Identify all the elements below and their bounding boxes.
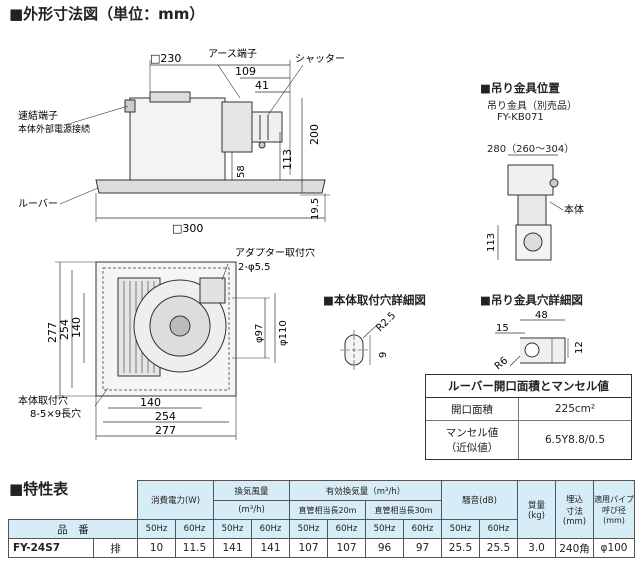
value-cell: 96 — [365, 538, 404, 558]
dim-300: □300 — [172, 222, 203, 235]
page-title: ■外形寸法図（単位：mm） — [9, 5, 205, 23]
louver-table-title: ルーバー開口面積とマンセル値 — [426, 375, 631, 398]
dim-254-h: 254 — [155, 410, 176, 423]
mode-cell: 排 — [93, 538, 138, 558]
hz-50: 50Hz — [441, 519, 480, 539]
dim-41: 41 — [255, 79, 269, 92]
value-cell: 11.5 — [175, 538, 214, 558]
body-hole-label: 本体取付穴 — [18, 394, 68, 407]
hz-50: 50Hz — [365, 519, 404, 539]
hz-60: 60Hz — [403, 519, 442, 539]
louver-area-label: 開口面積 — [451, 403, 493, 416]
value-cell: 141 — [251, 538, 290, 558]
dim-200: 200 — [308, 124, 321, 145]
mass-cell: 3.0 — [517, 538, 556, 558]
body-hole-detail-title: ■本体取付穴詳細図 — [323, 293, 426, 307]
hanger-hole-d48: 48 — [535, 310, 548, 321]
dim-phi110: φ110 — [278, 320, 289, 346]
header-pipe: 適用パイプ呼び径(mm) — [593, 480, 635, 539]
louver-table: ルーバー開口面積とマンセル値 開口面積 225cm² マンセル値 （近似値） 6.… — [425, 374, 632, 460]
hanger-hole-r6: R6 — [493, 355, 510, 372]
hanger-hole-d12: 12 — [574, 341, 585, 354]
hanger-hole-d15: 15 — [496, 323, 509, 334]
adapter-hole-label: アダプター取付穴 — [235, 248, 315, 259]
quick-terminal-label: 速結端子 — [18, 109, 58, 122]
header-embed: 埋込寸法(mm) — [555, 480, 594, 539]
value-cell: 107 — [289, 538, 328, 558]
header-noise: 騒音(dB) — [441, 480, 518, 520]
header-airflow-unit: (m³/h) — [213, 500, 290, 520]
dim-113: 113 — [281, 149, 294, 170]
adapter-hole-size: 2-φ5.5 — [238, 262, 270, 273]
header-duct20: 直管相当長20m — [289, 500, 366, 520]
body-hole-detail-drawing: R2.5 9 — [340, 310, 398, 370]
shutter-label: シャッター — [295, 53, 345, 65]
dim-140-v: 140 — [70, 317, 83, 338]
header-mass: 質量(kg) — [517, 480, 556, 539]
dim-140-h: 140 — [140, 396, 161, 409]
value-cell: 10 — [137, 538, 176, 558]
hanger-body-label: 本体 — [564, 203, 584, 216]
dim-277-v: 277 — [46, 322, 59, 343]
dim-58: 58 — [236, 165, 247, 178]
body-hole-d9: 9 — [378, 352, 389, 358]
munsell-label-sub: （近似値） — [445, 442, 499, 454]
hanger-model: FY-KB071 — [497, 112, 544, 123]
table-row: マンセル値 （近似値） 6.5Y8.8/0.5 — [426, 421, 631, 459]
value-cell: 25.5 — [479, 538, 518, 558]
value-cell: 25.5 — [441, 538, 480, 558]
body-hole-r: R2.5 — [374, 310, 398, 334]
hanger-hole-detail-title: ■吊り金具穴詳細図 — [480, 293, 583, 307]
side-view-drawing: □230 109 41 アース端子 シャッター 速結端子 本体外部電源接続 ルー… — [18, 47, 345, 235]
hanger-dim-113: 113 — [486, 233, 497, 252]
dim-277-h: 277 — [155, 424, 176, 437]
hanger-dim: 280（260～304） — [487, 144, 575, 155]
munsell-label: マンセル値 — [445, 427, 499, 439]
header-duct30: 直管相当長30m — [365, 500, 442, 520]
model-cell: FY-24S7 — [8, 538, 94, 558]
earth-terminal-label: アース端子 — [208, 47, 257, 60]
spec-table: 消費電力(W) 換気風量 有効換気量（m³/h） 騒音(dB) 質量(kg) 埋… — [8, 480, 635, 558]
hz-50: 50Hz — [137, 519, 176, 539]
bottom-view-drawing: アダプター取付穴 2-φ5.5 277 254 140 φ97 φ110 本体取… — [18, 248, 315, 440]
dim-19-5: 19.5 — [310, 198, 321, 220]
dim-109: 109 — [235, 65, 256, 78]
munsell-value: 6.5Y8.8/0.5 — [544, 434, 606, 446]
dim-phi97: φ97 — [254, 324, 265, 343]
hz-60: 60Hz — [251, 519, 290, 539]
hanger-position-title: ■吊り金具位置 — [480, 81, 560, 95]
header-power: 消費電力(W) — [137, 480, 214, 520]
value-cell: 97 — [403, 538, 442, 558]
hz-60: 60Hz — [479, 519, 518, 539]
hz-60: 60Hz — [327, 519, 366, 539]
quick-terminal-sub: 本体外部電源接続 — [18, 123, 90, 135]
value-cell: 141 — [213, 538, 252, 558]
dim-230: □230 — [150, 52, 181, 65]
table-row: FY-24S7 排 10 11.5 141 141 107 107 96 97 … — [8, 538, 635, 558]
louver-area-value: 225cm² — [554, 403, 596, 415]
header-effective: 有効換気量（m³/h） — [289, 480, 442, 501]
body-hole-size: 8-5×9長穴 — [30, 407, 81, 420]
hanger-position-drawing: 本体 113 — [486, 154, 584, 261]
header-model: 品 番 — [8, 519, 138, 539]
dim-254-v: 254 — [58, 319, 71, 340]
header-airflow: 換気風量 — [213, 480, 290, 501]
hz-50: 50Hz — [289, 519, 328, 539]
table-row: 開口面積 225cm² — [426, 398, 631, 421]
pipe-cell: φ100 — [593, 538, 635, 558]
embed-cell: 240角 — [555, 538, 594, 558]
hanger-hole-detail-drawing: 48 15 12 R6 — [493, 310, 585, 372]
hz-60: 60Hz — [175, 519, 214, 539]
value-cell: 107 — [327, 538, 366, 558]
hanger-label: 吊り金具（別売品） — [487, 101, 577, 112]
louver-label: ルーバー — [18, 198, 58, 210]
hz-50: 50Hz — [213, 519, 252, 539]
